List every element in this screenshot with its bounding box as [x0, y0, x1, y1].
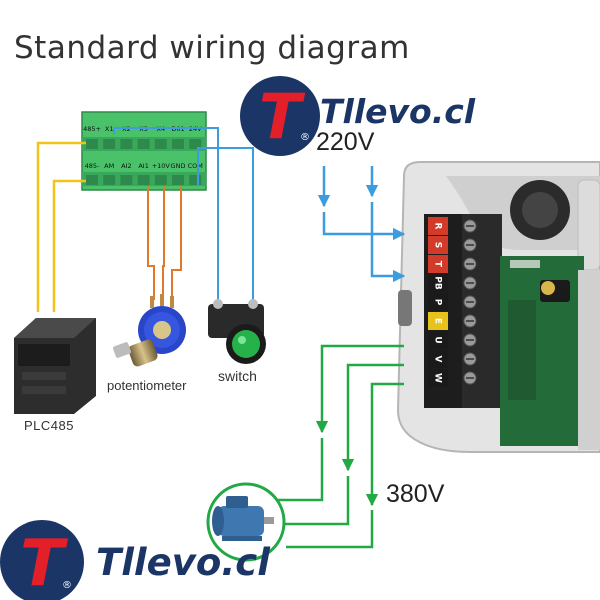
- power-terminal-label: U: [433, 336, 443, 343]
- power-terminal-label: S: [433, 242, 443, 248]
- control-terminal-label: COM: [188, 162, 203, 170]
- logo-mark-bottom: T ®: [0, 520, 84, 600]
- control-screw: [172, 139, 184, 149]
- control-terminal-label: 485-: [85, 162, 100, 170]
- power-terminal-label: T: [433, 261, 443, 268]
- control-screw: [103, 175, 116, 185]
- wire-com: [197, 147, 254, 304]
- control-screw: [189, 139, 202, 149]
- wire-ai1: [147, 186, 155, 300]
- svg-text:T: T: [259, 80, 306, 153]
- potentiometer-device: [112, 294, 186, 367]
- control-screw: [172, 175, 184, 185]
- arrow-w-out: [365, 382, 404, 507]
- control-terminal-label: X1: [105, 125, 114, 133]
- control-terminal-label: GND: [171, 162, 186, 170]
- arrow-v-out: [341, 363, 404, 472]
- power-terminal-tab: [428, 369, 448, 387]
- output-voltage-label: 380V: [386, 480, 445, 508]
- brand-name-bottom: Tllevo.cl: [96, 541, 270, 584]
- switch-label: switch: [218, 368, 257, 384]
- arrow-220v-s2: [370, 202, 406, 283]
- motor: [206, 482, 286, 562]
- control-terminal-label: +10V: [152, 162, 171, 170]
- power-terminal-tab: [428, 255, 448, 273]
- brand-name-top: Tllevo.cl: [320, 92, 476, 131]
- wire-x1: [113, 127, 219, 304]
- power-terminal-tab: [428, 331, 448, 349]
- power-terminal-tab: [428, 350, 448, 368]
- control-screw: [154, 139, 167, 149]
- power-terminal-tab: [428, 312, 448, 330]
- control-screw: [86, 139, 98, 149]
- power-terminal-tab: [428, 217, 448, 235]
- power-terminal-strip: R S T PB P E U V W: [428, 217, 477, 387]
- arrow-220v-r2: [322, 212, 406, 241]
- arrow-u-out: [315, 344, 404, 434]
- switch-device: [208, 299, 266, 364]
- input-voltage-label: 220V: [316, 128, 375, 156]
- power-terminal-tab: [428, 293, 448, 311]
- power-terminal-label: V: [433, 356, 443, 363]
- power-terminal-label: W: [433, 373, 443, 383]
- control-screw: [137, 139, 150, 149]
- control-screw: [120, 175, 133, 185]
- svg-text:T: T: [20, 527, 68, 600]
- control-terminal-label: 485+: [83, 125, 101, 133]
- wire-motor-v: [282, 476, 350, 526]
- control-screw: [103, 139, 116, 149]
- wire-motor-w: [286, 510, 374, 549]
- control-screw: [189, 175, 202, 185]
- plc-label: PLC485: [24, 418, 74, 433]
- power-terminal-label: R: [433, 223, 443, 230]
- power-terminal-label: P: [433, 299, 443, 306]
- inverter-unit: [396, 161, 600, 453]
- power-terminal-label: E: [433, 318, 443, 324]
- svg-text:®: ®: [300, 132, 310, 143]
- potentiometer-label: potentiometer: [107, 378, 187, 393]
- wire-gnd: [171, 186, 182, 300]
- logo-mark-top: T ®: [240, 76, 320, 156]
- control-screw: [137, 175, 150, 185]
- control-screw: [154, 175, 167, 185]
- plc-device: [14, 318, 96, 414]
- wire-485-plus: [36, 141, 86, 312]
- power-terminal-label: PB: [433, 276, 443, 290]
- power-terminal-tab: [428, 236, 448, 254]
- control-terminal-label: AI2: [121, 162, 132, 170]
- wire-10v: [162, 186, 165, 298]
- wire-485-minus: [52, 179, 86, 312]
- control-terminal-label: AI1: [138, 162, 149, 170]
- svg-text:®: ®: [62, 580, 72, 591]
- control-screw: [86, 175, 98, 185]
- control-screw: [120, 139, 133, 149]
- control-terminal-label: AM: [104, 162, 114, 170]
- page-title: Standard wiring diagram: [14, 30, 410, 66]
- wire-motor-u: [270, 438, 324, 502]
- power-terminal-tab: [428, 274, 448, 292]
